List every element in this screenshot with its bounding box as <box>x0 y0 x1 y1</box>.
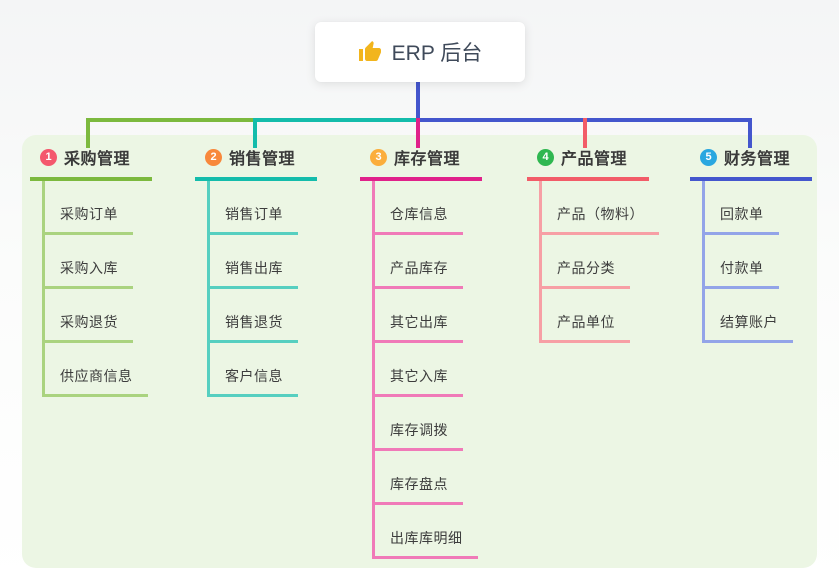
branch-inventory-header[interactable]: 3 库存管理 <box>360 143 482 181</box>
drop-branch-1 <box>86 118 90 148</box>
node-payment-order[interactable]: 付款单 <box>705 235 779 289</box>
branch-finance-label: 财务管理 <box>724 151 791 168</box>
branch-product-children: 产品（物料） 产品分类 产品单位 <box>539 181 659 343</box>
node-customer-info[interactable]: 客户信息 <box>210 343 298 397</box>
branch-sales-label: 销售管理 <box>229 151 296 168</box>
node-product-category[interactable]: 产品分类 <box>542 235 630 289</box>
node-receipt-order[interactable]: 回款单 <box>705 181 779 235</box>
branch-product: 4 产品管理 产品（物料） 产品分类 产品单位 <box>527 143 659 343</box>
branch-finance: 5 财务管理 回款单 付款单 结算账户 <box>690 143 812 343</box>
branch-product-header[interactable]: 4 产品管理 <box>527 143 649 181</box>
node-other-inbound[interactable]: 其它入库 <box>375 343 463 397</box>
badge-4: 4 <box>537 148 554 166</box>
root-node-label: ERP 后台 <box>391 42 483 65</box>
branches-panel <box>22 135 817 568</box>
drop-branch-4 <box>583 118 587 148</box>
badge-2: 2 <box>205 148 222 166</box>
branch-inventory: 3 库存管理 仓库信息 产品库存 其它出库 其它入库 库存调拨 库存盘点 出库库… <box>360 143 482 559</box>
node-stock-taking[interactable]: 库存盘点 <box>375 451 463 505</box>
node-other-outbound[interactable]: 其它出库 <box>375 289 463 343</box>
branch-purchase-label: 采购管理 <box>64 151 131 168</box>
drop-branch-3 <box>416 118 420 148</box>
node-purchase-return[interactable]: 采购退货 <box>45 289 133 343</box>
branch-purchase-children: 采购订单 采购入库 采购退货 供应商信息 <box>42 181 152 397</box>
branch-purchase: 1 采购管理 采购订单 采购入库 采购退货 供应商信息 <box>30 143 152 397</box>
branch-inventory-children: 仓库信息 产品库存 其它出库 其它入库 库存调拨 库存盘点 出库库明细 <box>372 181 482 559</box>
node-stock-transfer[interactable]: 库存调拨 <box>375 397 463 451</box>
node-product-unit[interactable]: 产品单位 <box>542 289 630 343</box>
node-product-material[interactable]: 产品（物料） <box>542 181 659 235</box>
bus-segment-green <box>86 118 255 122</box>
branch-sales-header[interactable]: 2 销售管理 <box>195 143 317 181</box>
node-product-stock[interactable]: 产品库存 <box>375 235 463 289</box>
badge-1: 1 <box>40 148 57 166</box>
root-connector-line <box>416 82 420 120</box>
branch-finance-header[interactable]: 5 财务管理 <box>690 143 812 181</box>
root-node-erp[interactable]: ERP 后台 <box>315 22 525 82</box>
drop-branch-5 <box>748 118 752 148</box>
branch-purchase-header[interactable]: 1 采购管理 <box>30 143 152 181</box>
node-supplier-info[interactable]: 供应商信息 <box>45 343 148 397</box>
branch-sales: 2 销售管理 销售订单 销售出库 销售退货 客户信息 <box>195 143 317 397</box>
node-sales-outbound[interactable]: 销售出库 <box>210 235 298 289</box>
bus-segment-teal <box>253 118 418 122</box>
branch-finance-children: 回款单 付款单 结算账户 <box>702 181 812 343</box>
node-purchase-order[interactable]: 采购订单 <box>45 181 133 235</box>
drop-branch-2 <box>253 118 257 148</box>
node-sales-order[interactable]: 销售订单 <box>210 181 298 235</box>
node-inout-detail[interactable]: 出库库明细 <box>375 505 478 559</box>
badge-3: 3 <box>370 148 387 166</box>
node-warehouse-info[interactable]: 仓库信息 <box>375 181 463 235</box>
thumbs-up-path <box>358 41 381 61</box>
branch-inventory-label: 库存管理 <box>394 151 461 168</box>
node-purchase-inbound[interactable]: 采购入库 <box>45 235 133 289</box>
thumbs-up-icon <box>358 40 382 64</box>
branch-product-label: 产品管理 <box>561 151 628 168</box>
node-settlement-account[interactable]: 结算账户 <box>705 289 793 343</box>
branch-sales-children: 销售订单 销售出库 销售退货 客户信息 <box>207 181 317 397</box>
badge-5: 5 <box>700 148 717 166</box>
node-sales-return[interactable]: 销售退货 <box>210 289 298 343</box>
